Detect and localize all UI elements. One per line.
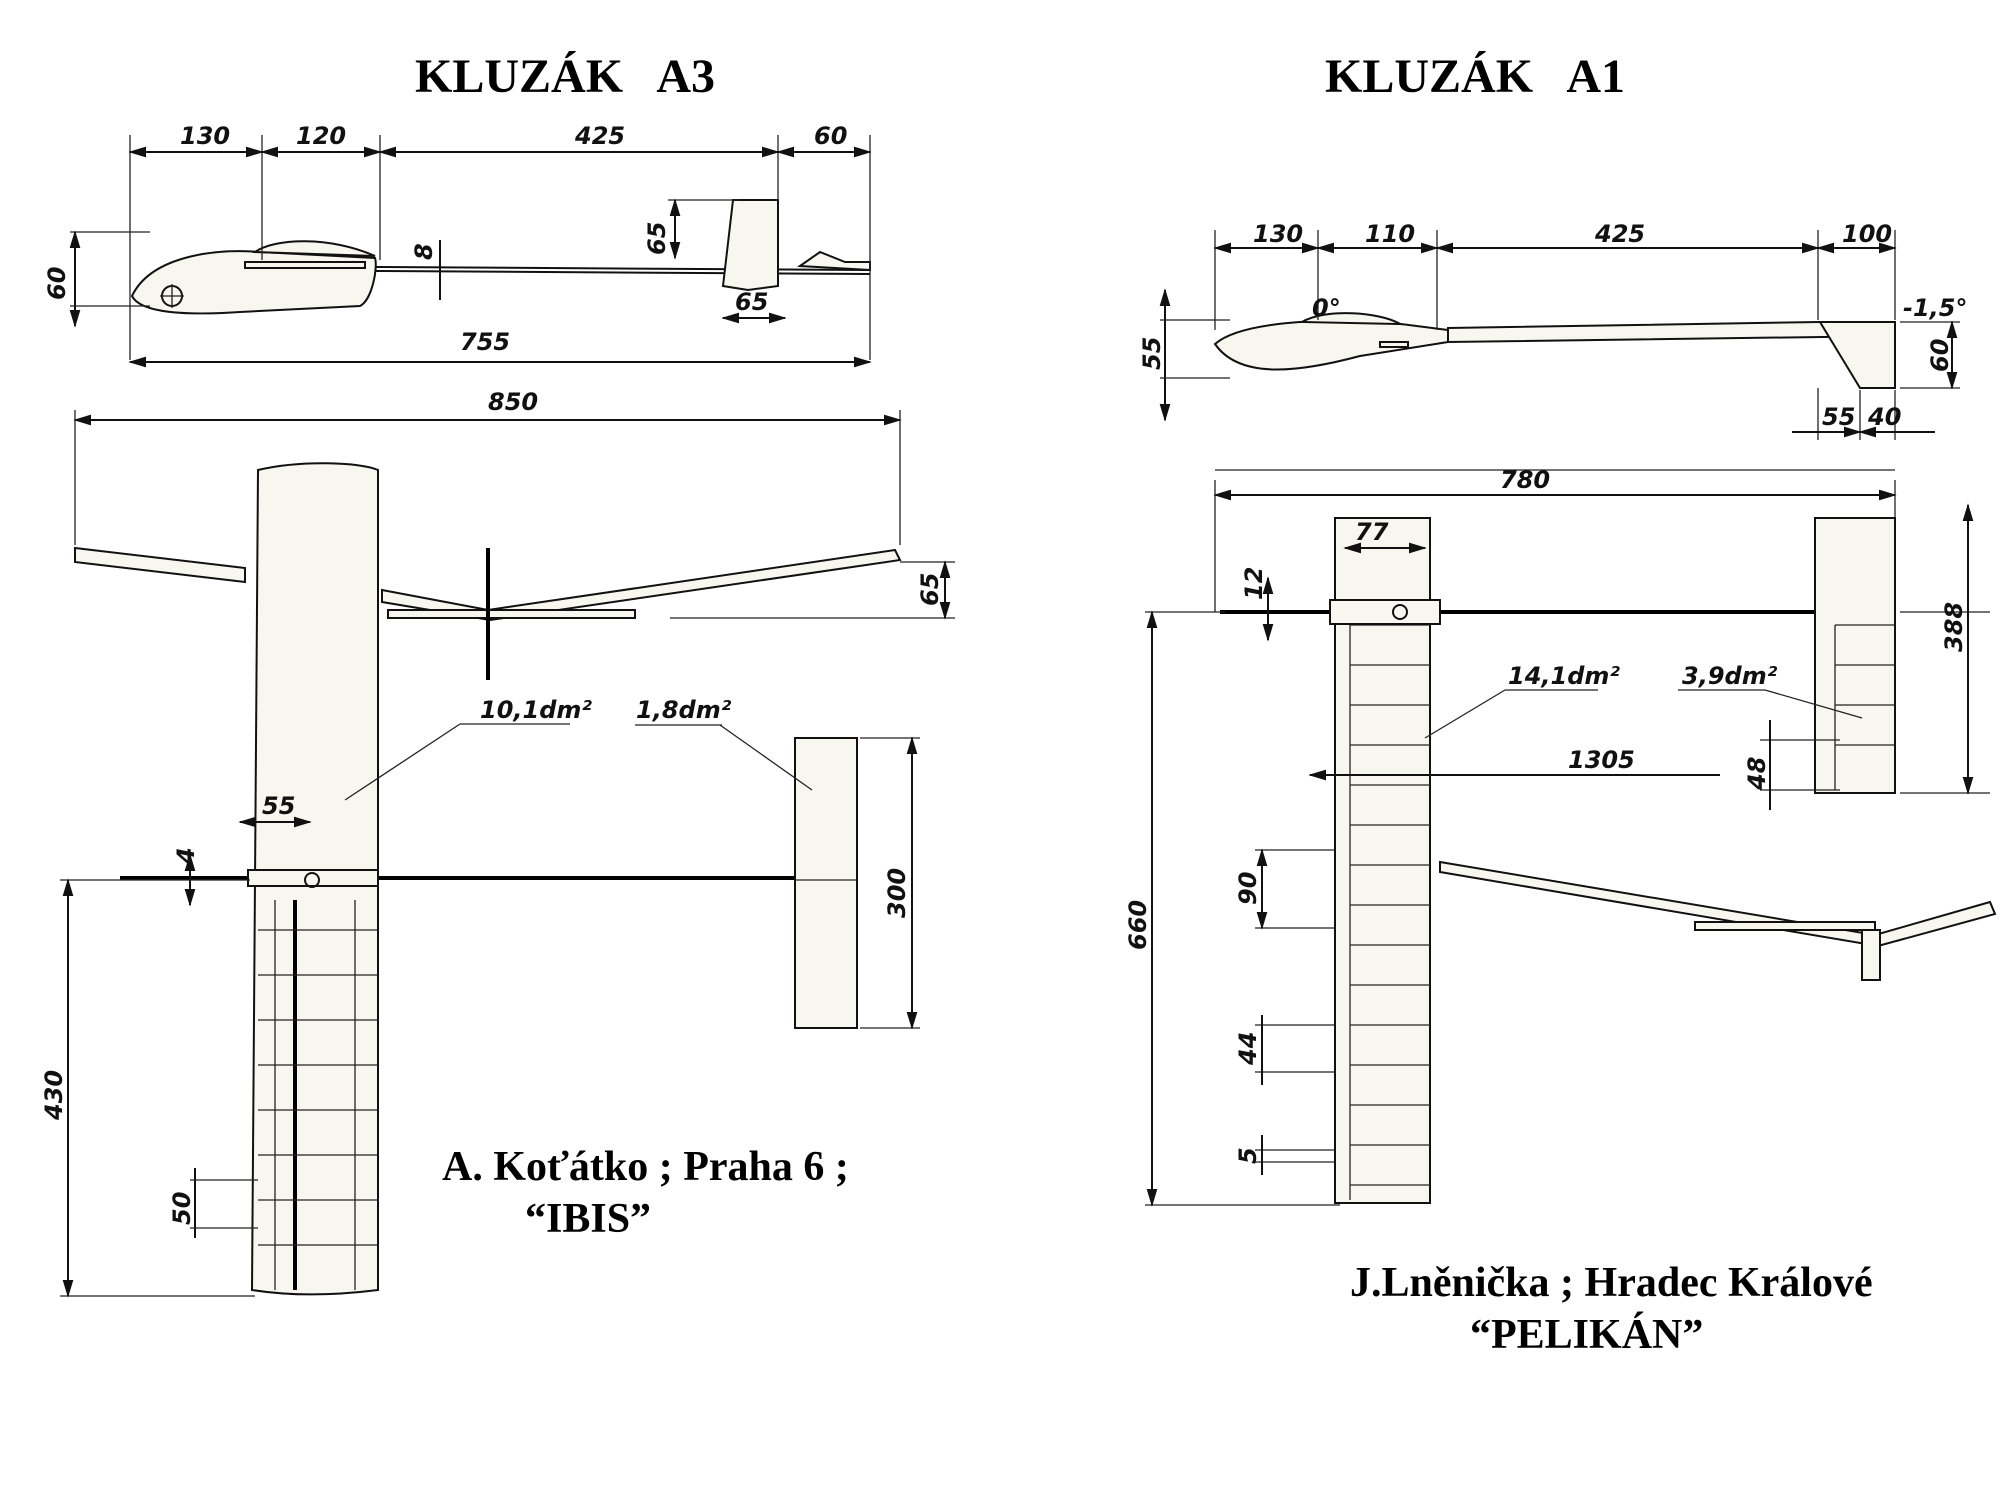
a1-author: J.Lněnička ; Hradec Králové [1350, 1260, 1873, 1306]
a3-front-view: 850 65 [73, 388, 955, 680]
a1-dim-388: 388 [1940, 602, 1968, 652]
a1-dim-425: 425 [1594, 220, 1645, 248]
a3-dim-430: 430 [40, 1070, 68, 1121]
a1-dim-44: 44 [1234, 1032, 1262, 1066]
a1-top-view: 780 77 12 388 48 [1124, 466, 1990, 1207]
a1-dim-660: 660 [1124, 900, 1152, 950]
a3-side-dimensions: 130 120 425 60 755 60 65 65 8 [43, 122, 872, 368]
a3-dim-55: 55 [262, 792, 295, 820]
a3-top-view: 300 55 4 430 50 10,1dm² 1,8dm² [40, 462, 920, 1298]
a3-dim-65-dihedral: 65 [916, 573, 944, 606]
a3-dim-60-side: 60 [43, 267, 71, 300]
a3-wing-area: 10,1dm² [480, 696, 592, 724]
a3-dim-65-fin: 65 [643, 222, 671, 255]
a3-tail-area: 1,8dm² [636, 696, 732, 724]
a1-dim-5: 5 [1234, 1147, 1262, 1164]
a1-dim-12: 12 [1240, 567, 1268, 600]
a3-dim-120: 120 [296, 122, 346, 150]
a1-dim-100: 100 [1842, 220, 1892, 248]
a1-dim-55-fin: 55 [1822, 403, 1855, 431]
title-a1: KLUZÁK A1 [1325, 50, 1625, 103]
a3-side-view [130, 199, 871, 315]
a3-dim-300: 300 [883, 868, 911, 918]
a3-dim-8: 8 [410, 243, 438, 260]
a3-ribs [258, 900, 378, 1290]
a3-dim-425: 425 [574, 122, 625, 150]
a3-dim-4: 4 [172, 847, 200, 865]
a1-dim-110: 110 [1365, 220, 1415, 248]
a1-side-dimensions: 130 110 425 100 0° -1,5° 55 60 55 40 [1138, 220, 1967, 440]
a1-dim-60-fin: 60 [1926, 339, 1954, 372]
a3-dim-130: 130 [180, 122, 230, 150]
a3-dim-65-tail: 65 [735, 288, 768, 316]
a1-dim-1305: 1305 [1568, 746, 1635, 774]
a1-tail-area: 3,9dm² [1682, 662, 1778, 690]
a1-dim-48: 48 [1743, 757, 1771, 791]
title-a3: KLUZÁK A3 [415, 50, 715, 103]
a1-dim-780: 780 [1500, 466, 1550, 494]
a3-author: A. Koťátko ; Praha 6 ; [442, 1144, 849, 1190]
a1-inc-wing: 0° [1312, 294, 1341, 322]
a1-dim-90: 90 [1234, 872, 1262, 905]
a1-side-view [1213, 312, 1896, 389]
a3-dim-50: 50 [168, 1192, 196, 1225]
a3-dim-755: 755 [460, 328, 510, 356]
a3-dim-60-top: 60 [814, 122, 847, 150]
a3-dim-850: 850 [488, 388, 538, 416]
a3-model-name: “IBIS” [525, 1196, 651, 1242]
a1-dim-55-side: 55 [1138, 337, 1166, 370]
a1-dim-77: 77 [1355, 518, 1389, 546]
a1-wing-area: 14,1dm² [1508, 662, 1620, 690]
a1-dim-40-fin: 40 [1867, 403, 1901, 431]
a1-model-name: “PELIKÁN” [1470, 1311, 1703, 1358]
a1-dim-130: 130 [1253, 220, 1303, 248]
a1-inc-tail: -1,5° [1903, 294, 1967, 322]
a1-front-view [1439, 860, 1997, 981]
